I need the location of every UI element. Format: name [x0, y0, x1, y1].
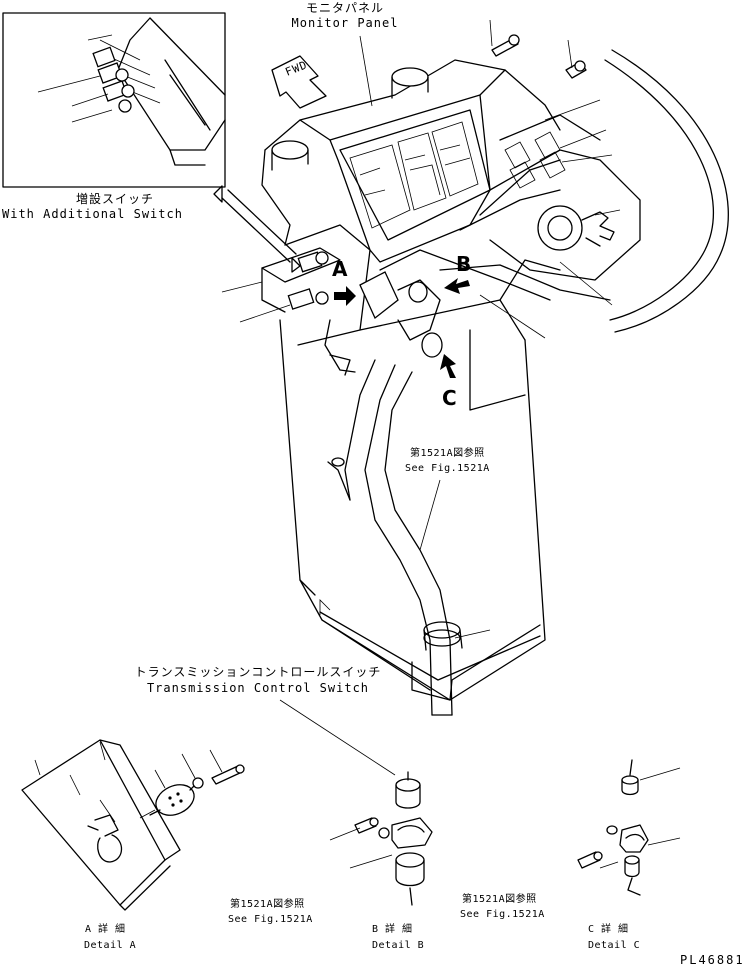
transmission-switch-label-en: Transmission Control Switch	[146, 681, 370, 695]
inset-link-arrow	[213, 185, 301, 273]
detail-c-label-jp: C 詳 細	[588, 924, 629, 935]
key-switch-icon	[537, 205, 615, 251]
part-code: PL46881	[680, 953, 745, 967]
detail-a-label-en: Detail A	[84, 940, 137, 951]
detail-b-drawing	[329, 771, 433, 906]
detail-c-drawing	[577, 759, 681, 896]
monitor-panel-label-jp: モニタパネル	[305, 1, 384, 15]
console-additional-switch-icon	[221, 247, 341, 323]
detail-a-label-jp: A 詳 細	[85, 924, 126, 935]
callout-label-a: A	[332, 257, 348, 281]
see-fig-b-en: See Fig.1521A	[228, 914, 313, 925]
additional-switch-label-en: With Additional Switch	[2, 207, 183, 221]
see-fig-c-jp: 第1521A図参照	[462, 894, 537, 905]
transmission-switch-label-jp: トランスミッションコントロールスイッチ	[134, 665, 382, 679]
see-fig-b-jp: 第1521A図参照	[230, 899, 305, 910]
console-body	[261, 59, 641, 701]
additional-switch-inset	[2, 12, 226, 188]
main-harness	[327, 359, 463, 716]
callout-label-c: C	[442, 386, 457, 410]
see-fig-main-jp: 第1521A図参照	[410, 448, 485, 459]
console-transmission-switch-icon	[324, 271, 443, 376]
see-fig-main-en: See Fig.1521A	[405, 463, 490, 474]
callout-arrow-a	[334, 286, 356, 306]
callout-arrow-b	[444, 278, 470, 294]
detail-b-label-jp: B 詳 細	[372, 924, 413, 935]
see-fig-c-en: See Fig.1521A	[460, 909, 545, 920]
fwd-arrow-icon	[271, 55, 327, 109]
right-cable	[604, 49, 729, 333]
detail-c-label-en: Detail C	[588, 940, 641, 951]
callout-label-b: B	[456, 252, 472, 276]
callout-arrow-c	[440, 354, 456, 378]
detail-a-switch-icon	[149, 784, 196, 816]
monitor-panel-label-en: Monitor Panel	[291, 16, 399, 30]
switch-stack-icon	[92, 46, 135, 113]
detail-a-drawing	[21, 739, 245, 911]
additional-switch-label-jp: 増設スイッチ	[75, 192, 154, 206]
leader-lines	[279, 19, 621, 776]
top-bolts	[491, 34, 587, 79]
detail-b-label-en: Detail B	[372, 940, 425, 951]
